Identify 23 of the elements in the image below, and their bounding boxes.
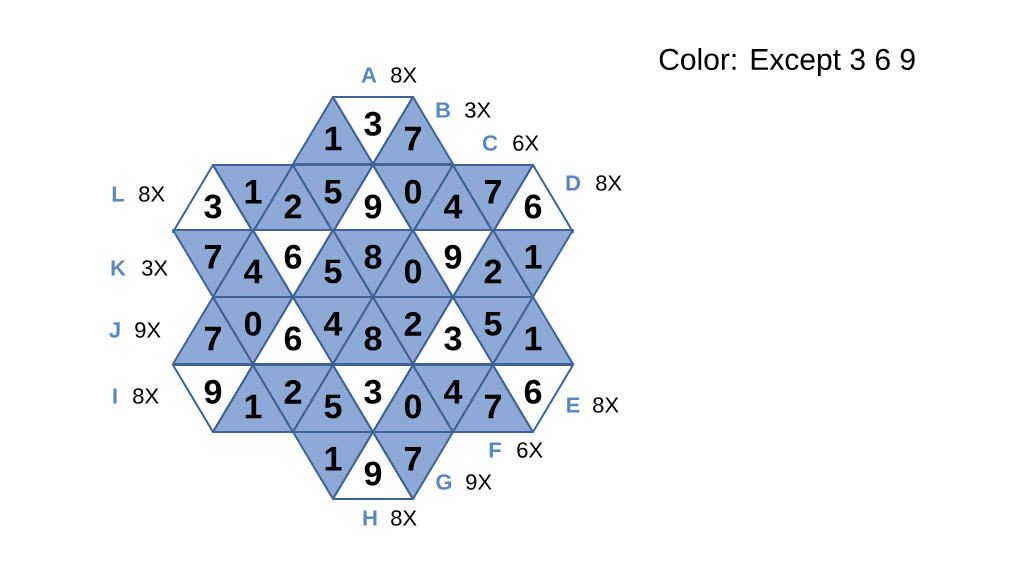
multiplier-label: 8X [133,388,159,404]
multiplier-label: 8X [391,67,417,83]
multiplier-label: 9X [135,322,161,338]
heading: Color: Except 3 6 9 [659,48,915,76]
side-letter: G [436,474,452,490]
side-letter: K [111,260,126,276]
multiplier-label: 8X [596,175,622,191]
multiplier-label: 9X [466,474,492,490]
side-letter: B [436,102,450,118]
multiplier-label: 3X [142,260,168,276]
multiplier-label: 6X [517,442,543,458]
side-letter: C [482,135,498,151]
side-letter: F [489,442,501,458]
side-letter: J [109,322,120,338]
multiplier-label: 8X [139,186,165,202]
side-letter: A [361,67,377,83]
multiplier-label: 6X [513,135,539,151]
side-letter: L [112,186,125,202]
side-letter: H [363,510,377,526]
side-letter: I [113,388,117,404]
multiplier-label: 8X [391,510,417,526]
multiplier-label: 8X [593,397,619,413]
multiplier-label: 3X [465,102,491,118]
